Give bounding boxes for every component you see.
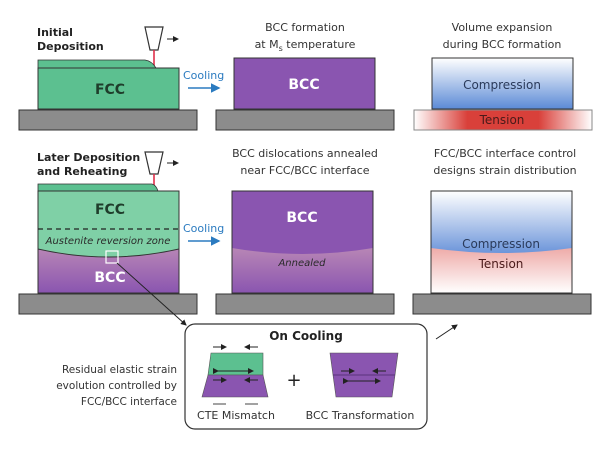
cooling-arrow-1: Cooling [183,69,224,93]
bcc-upper-region [232,191,373,254]
substrate [18,109,198,131]
side-note: Residual elastic strain evolution contro… [56,364,177,408]
panel3-caption-line2: during BCC formation [443,38,562,51]
panel-strain-distribution: FCC/BCC interface control designs strain… [412,147,592,315]
compression-label: Compression [463,78,541,92]
bcc-block [233,57,376,110]
panel-annealed: BCC dislocations annealed near FCC/BCC i… [215,147,395,315]
side-note-line1: Residual elastic strain [62,364,177,376]
cte-mismatch-label: CTE Mismatch [197,409,275,422]
fcc-label: FCC [95,202,125,218]
panel4-title-line2: and Reheating [37,165,127,178]
panel-bcc-formation: BCC formation at Ms temperature BCC [215,21,395,131]
bcc-label: BCC [94,270,125,286]
on-cooling-inset: On Cooling + CTE Mismatch BCC Transforma… [184,323,428,430]
tension-substrate [413,109,593,131]
fcc-region [37,190,180,258]
tension-label: Tension [478,257,524,271]
inset-title: On Cooling [269,329,343,343]
cooling-arrow-2: Cooling [183,222,224,246]
cooling-label-2: Cooling [183,222,224,235]
fcc-label: FCC [95,82,125,98]
result-pointer-line [435,324,458,340]
panel6-caption-line1: FCC/BCC interface control [434,147,576,160]
compression-region [431,191,572,253]
fcc-block [37,67,180,110]
interface-highlight-box [105,250,119,264]
compression-block [431,57,574,110]
inset-frame [184,323,428,430]
deposition-nozzle-icon [144,26,164,51]
substrate [412,293,592,315]
deposited-layer [37,183,159,192]
panel-initial-deposition: Initial Deposition FCC [18,26,198,131]
zoom-pointer-line [116,262,187,326]
cte-mismatch-icon [201,344,269,405]
bcc-label: BCC [288,77,319,93]
panel5-caption-line1: BCC dislocations annealed [232,147,378,160]
panel-volume-expansion: Volume expansion during BCC formation Co… [413,21,593,131]
bcc-transformation-icon [329,352,399,398]
deposited-layer [37,59,157,69]
substrate [18,293,198,315]
panel5-caption-line2: near FCC/BCC interface [240,164,369,177]
deposition-nozzle-icon [144,151,164,175]
panel3-caption-line1: Volume expansion [452,21,553,34]
compression-label: Compression [462,237,540,251]
panel1-title-line2: Deposition [37,40,104,53]
plus-sign: + [286,370,301,391]
panel4-title-line1: Later Deposition [37,151,140,164]
panel1-title-line1: Initial [37,26,73,39]
annealed-label: Annealed [277,258,326,269]
substrate [215,109,395,131]
side-note-line3: FCC/BCC interface [81,396,177,408]
bcc-transformation-label: BCC Transformation [306,409,415,422]
austenite-reversion-zone-label: Austenite reversion zone [45,236,171,247]
panel-later-deposition: Later Deposition and Reheating FCC Auste… [18,151,198,315]
tension-label: Tension [479,113,525,127]
side-note-line2: evolution controlled by [56,380,177,392]
substrate [215,293,395,315]
panel6-caption-line2: designs strain distribution [433,164,576,177]
cooling-label-1: Cooling [183,69,224,82]
bcc-label: BCC [286,210,317,226]
panel2-caption-line2: at Ms temperature [255,38,356,53]
panel2-caption-line1: BCC formation [265,21,345,34]
